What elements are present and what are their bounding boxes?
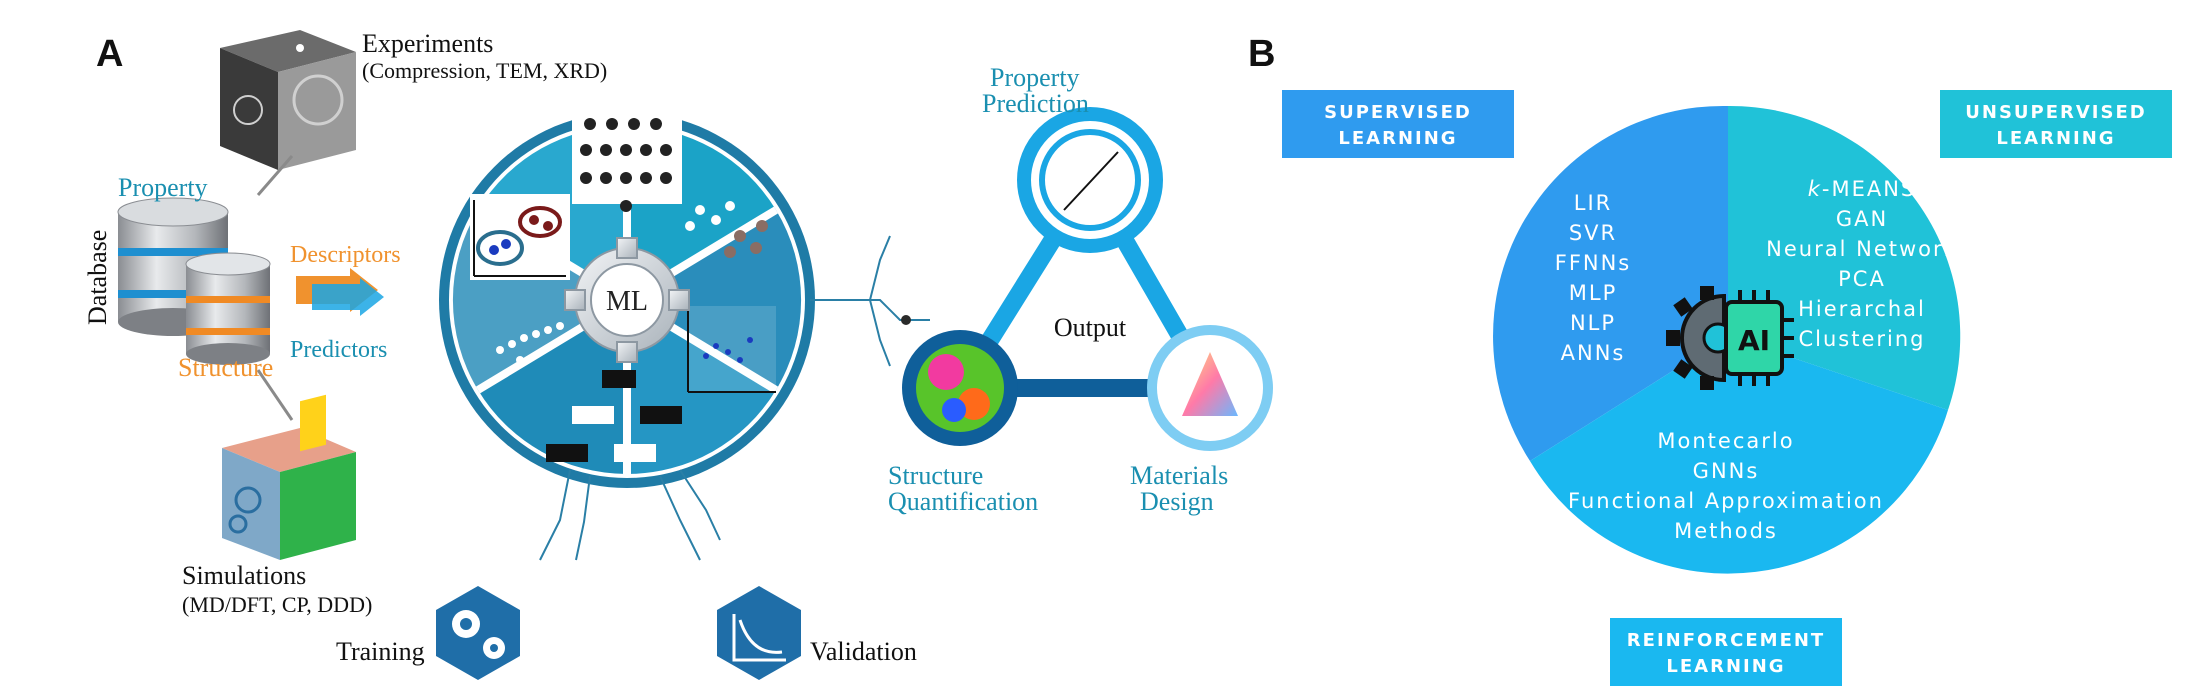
unsupervised-item: PCA <box>1838 267 1886 291</box>
panel-a-letter: A <box>96 33 123 75</box>
connector-line <box>256 155 294 196</box>
property-prediction-line1: Property <box>990 63 1080 92</box>
ml-gear-icon <box>564 237 690 363</box>
output-triangle <box>902 107 1273 451</box>
supervised-item: FFNNs <box>1555 251 1632 275</box>
k-prefix: k <box>1808 177 1822 201</box>
reinforcement-slice <box>1530 336 1948 574</box>
supervised-item: LIR <box>1574 191 1612 215</box>
supervised-item: ANNs <box>1561 341 1626 365</box>
property-prediction-line2: Prediction <box>982 89 1089 118</box>
scatter-thumbnail <box>496 322 564 364</box>
clustering-thumbnail <box>685 201 768 258</box>
structure-quantification-line1: Structure <box>888 461 983 490</box>
descriptors-label: Descriptors <box>290 242 401 268</box>
training-label: Training <box>336 637 425 666</box>
training-gears-icon <box>436 586 520 680</box>
supervised-item: SVR <box>1569 221 1617 245</box>
reinforcement-item: Methods <box>1674 519 1778 543</box>
experiments-cube-image <box>220 30 356 170</box>
unsupervised-title-line2: LEARNING <box>1996 128 2115 149</box>
unsupervised-item: Hierarchal <box>1798 297 1926 321</box>
ai-chip-icon <box>1666 286 1794 390</box>
output-label: Output <box>1054 313 1127 342</box>
simulations-cube-image <box>222 394 356 560</box>
unsupervised-item: k-MEANS <box>1808 177 1917 201</box>
supervised-title-box <box>1282 90 1514 158</box>
supervised-title-line1: SUPERVISED <box>1324 102 1472 123</box>
database-icon <box>117 197 271 365</box>
decision-tree-thumbnail <box>546 370 682 462</box>
unsupervised-item: Neural Network <box>1766 237 1958 261</box>
supervised-slice <box>1493 105 1728 462</box>
materials-design-line1: Materials <box>1130 461 1228 490</box>
unsupervised-item: Clustering <box>1798 327 1925 351</box>
ml-hub-label: ML <box>606 286 648 317</box>
circuit-traces <box>539 235 930 561</box>
neural-net-thumbnail <box>572 112 682 212</box>
reinforcement-item: Functional Approximation <box>1568 489 1884 513</box>
experiments-title: Experiments <box>362 29 493 58</box>
materials-design-line2: Design <box>1140 487 1214 516</box>
double-arrow-icon <box>296 268 384 316</box>
predictors-label: Predictors <box>290 337 387 363</box>
database-label: Database <box>83 230 112 325</box>
supervised-item: NLP <box>1570 311 1616 335</box>
regression-thumbnail <box>687 306 776 393</box>
unsupervised-title-line1: UNSUPERVISED <box>1965 102 2146 123</box>
simulations-title: Simulations <box>182 561 306 590</box>
experiments-subtitle: (Compression, TEM, XRD) <box>362 58 607 83</box>
validation-chart-icon <box>717 586 801 680</box>
reinforcement-title-box <box>1610 618 1842 686</box>
structure-quantification-line2: Quantification <box>888 487 1038 516</box>
simulations-subtitle: (MD/DFT, CP, DDD) <box>182 592 372 617</box>
unsupervised-title-box <box>1940 90 2172 158</box>
unsupervised-item: GAN <box>1836 207 1888 231</box>
structure-label: Structure <box>178 353 273 382</box>
supervised-item: MLP <box>1569 281 1617 305</box>
classification-thumbnail <box>470 194 570 280</box>
supervised-title-line2: LEARNING <box>1338 128 1457 149</box>
validation-label: Validation <box>810 637 917 666</box>
property-label: Property <box>118 173 208 202</box>
learning-types-pie <box>1493 105 1961 574</box>
connector-line <box>256 369 294 421</box>
reinforcement-item: Montecarlo <box>1657 429 1794 453</box>
panel-b-letter: B <box>1248 33 1275 75</box>
reinforcement-title-line1: REINFORCEMENT <box>1627 630 1825 651</box>
unsupervised-item-text: MEANS <box>1831 177 1916 201</box>
reinforcement-item: GNNs <box>1693 459 1760 483</box>
reinforcement-title-line2: LEARNING <box>1666 656 1785 677</box>
unsupervised-slice <box>1728 105 1961 410</box>
connector-node <box>901 315 911 325</box>
ai-chip-label: AI <box>1738 324 1770 357</box>
